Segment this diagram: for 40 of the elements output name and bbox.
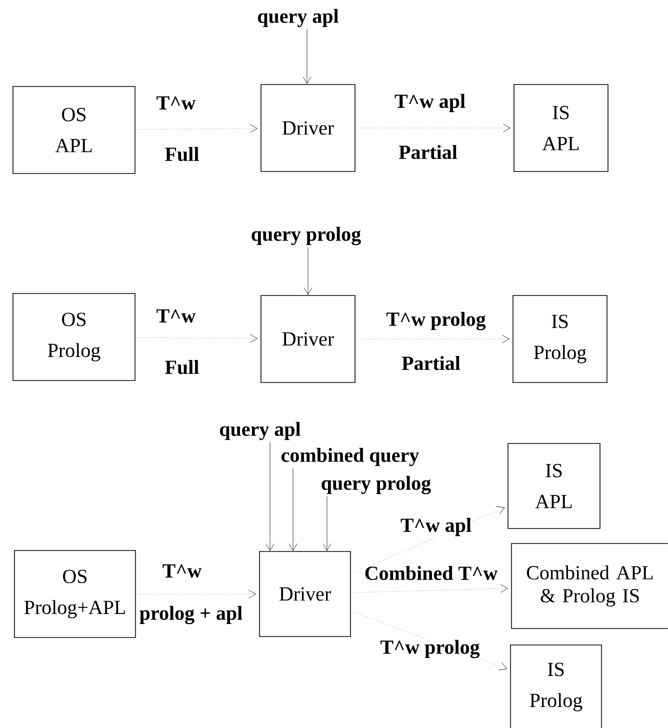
transfer-mode-label: prolog + apl <box>140 606 242 624</box>
arrow <box>302 29 312 84</box>
transfer-mode-label: Full <box>165 146 199 162</box>
system-box: OS Prolog+APL <box>14 550 136 638</box>
arrow <box>138 124 258 133</box>
query-label: query prolog <box>252 226 361 246</box>
edge-label: T^w <box>155 308 197 324</box>
arrow <box>138 590 256 598</box>
transfer-mode-label: Full <box>165 360 199 374</box>
transfer-mode-label: Partial <box>402 356 460 370</box>
edge-label: T^w <box>161 563 203 579</box>
edge-label: Combined T^w <box>363 564 499 582</box>
arrow <box>322 496 332 551</box>
system-box: IS APL <box>514 84 608 172</box>
system-box: Driver <box>260 295 356 383</box>
edge-label: T^w prolog <box>379 638 481 660</box>
edge-label: T^w prolog <box>385 310 487 332</box>
system-box: IS Prolog <box>510 644 602 728</box>
query-label: combined query <box>282 448 419 466</box>
query-label: query apl <box>258 8 338 28</box>
edge-label: T^w apl <box>393 92 467 114</box>
arrow <box>266 442 274 551</box>
arrow <box>354 584 508 593</box>
arrow <box>304 247 312 295</box>
edge-label: T^w apl <box>399 516 473 538</box>
arrow <box>358 334 510 344</box>
query-label: query apl <box>220 422 300 440</box>
system-box: OS Prolog <box>12 293 136 381</box>
arrow <box>358 124 510 132</box>
query-label: query prolog <box>322 476 431 494</box>
system-box: Driver <box>260 84 356 172</box>
arrow <box>138 334 258 343</box>
edge-label: T^w <box>155 95 197 111</box>
system-box: IS Prolog <box>512 295 608 383</box>
arrow <box>288 468 298 551</box>
system-box: Driver <box>259 551 351 637</box>
system-box: Combined APL & Prolog IS <box>511 543 668 629</box>
transfer-mode-label: Partial <box>398 144 458 160</box>
system-box: IS APL <box>508 443 600 529</box>
system-box: OS APL <box>12 86 136 174</box>
